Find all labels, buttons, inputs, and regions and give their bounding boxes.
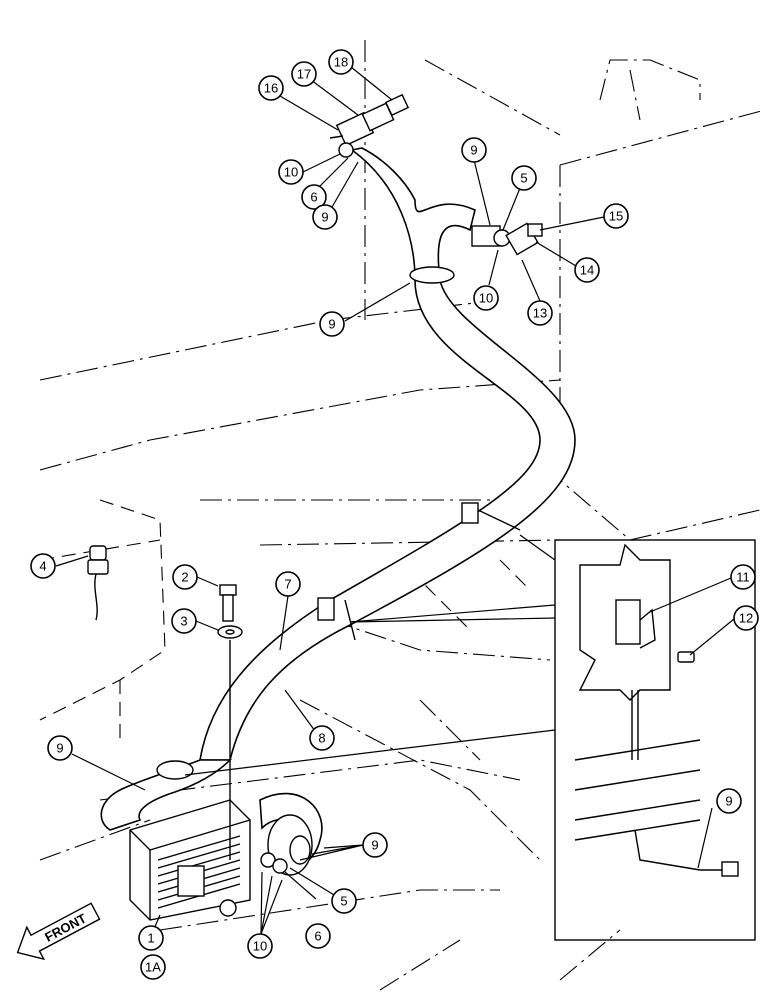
svg-text:14: 14 xyxy=(580,263,594,278)
svg-text:18: 18 xyxy=(334,55,348,70)
inset-leaders xyxy=(184,534,556,776)
callout-leaders xyxy=(55,62,735,937)
bolt-part-2 xyxy=(219,584,237,622)
svg-text:12: 12 xyxy=(739,611,753,626)
svg-text:6: 6 xyxy=(314,929,321,944)
callout-1a: 1A xyxy=(140,954,166,980)
svg-text:8: 8 xyxy=(318,731,325,746)
callout-11: 11 xyxy=(730,564,756,590)
svg-text:13: 13 xyxy=(533,306,547,321)
svg-text:5: 5 xyxy=(520,171,527,186)
callout-16: 16 xyxy=(258,75,284,101)
svg-text:10: 10 xyxy=(479,291,493,306)
callout-17: 17 xyxy=(291,61,317,87)
callout-5-lower: 5 xyxy=(331,888,357,914)
callout-1: 1 xyxy=(138,925,164,951)
callout-9-top-right: 9 xyxy=(461,137,487,163)
callout-8: 8 xyxy=(309,725,335,751)
callout-14: 14 xyxy=(574,257,600,283)
svg-text:17: 17 xyxy=(297,67,311,82)
svg-text:9: 9 xyxy=(321,210,328,225)
callout-6-lower: 6 xyxy=(305,923,331,949)
callout-9-heater: 9 xyxy=(362,832,388,858)
svg-text:7: 7 xyxy=(284,577,291,592)
callout-5-upper: 5 xyxy=(511,165,537,191)
right-fitting xyxy=(471,222,543,256)
callout-15: 15 xyxy=(603,203,629,229)
svg-text:16: 16 xyxy=(264,81,278,96)
callout-9-left: 9 xyxy=(47,735,73,761)
callout-2: 2 xyxy=(172,564,198,590)
svg-text:15: 15 xyxy=(609,209,623,224)
front-arrow: FRONT xyxy=(16,902,101,961)
svg-text:9: 9 xyxy=(328,317,335,332)
callout-3: 3 xyxy=(171,608,197,634)
heater-grille xyxy=(157,835,241,909)
svg-text:2: 2 xyxy=(181,570,188,585)
callout-10-lower: 10 xyxy=(247,933,273,959)
svg-text:5: 5 xyxy=(340,894,347,909)
callout-7: 7 xyxy=(275,571,301,597)
svg-text:10: 10 xyxy=(253,939,267,954)
callout-4: 4 xyxy=(30,553,56,579)
hose-clamps xyxy=(156,266,521,780)
sensor-part-4 xyxy=(87,545,109,621)
svg-text:9: 9 xyxy=(371,838,378,853)
washer-part-3 xyxy=(217,625,243,860)
svg-text:1: 1 xyxy=(147,931,154,946)
callout-6-upper: 6 xyxy=(301,184,327,210)
svg-text:9: 9 xyxy=(56,741,63,756)
callout-12: 12 xyxy=(733,605,759,631)
svg-text:3: 3 xyxy=(180,614,187,629)
callout-10-right: 10 xyxy=(473,285,499,311)
svg-text:1A: 1A xyxy=(145,960,161,975)
callout-9-top-left: 9 xyxy=(312,204,338,230)
svg-text:4: 4 xyxy=(39,559,46,574)
callout-13: 13 xyxy=(527,300,553,326)
heater-unit xyxy=(129,799,313,921)
callout-10-upper: 10 xyxy=(278,159,304,185)
svg-text:9: 9 xyxy=(470,143,477,158)
callout-9-middle: 9 xyxy=(319,311,345,337)
detail-inset xyxy=(554,539,756,941)
callout-18: 18 xyxy=(328,49,354,75)
svg-text:10: 10 xyxy=(284,165,298,180)
callout-9-inset: 9 xyxy=(716,788,742,814)
cab-outline xyxy=(39,40,766,991)
hose-main xyxy=(199,147,576,761)
upper-valve xyxy=(329,93,410,158)
svg-text:11: 11 xyxy=(736,570,750,585)
svg-text:9: 9 xyxy=(725,794,732,809)
svg-text:6: 6 xyxy=(310,190,317,205)
